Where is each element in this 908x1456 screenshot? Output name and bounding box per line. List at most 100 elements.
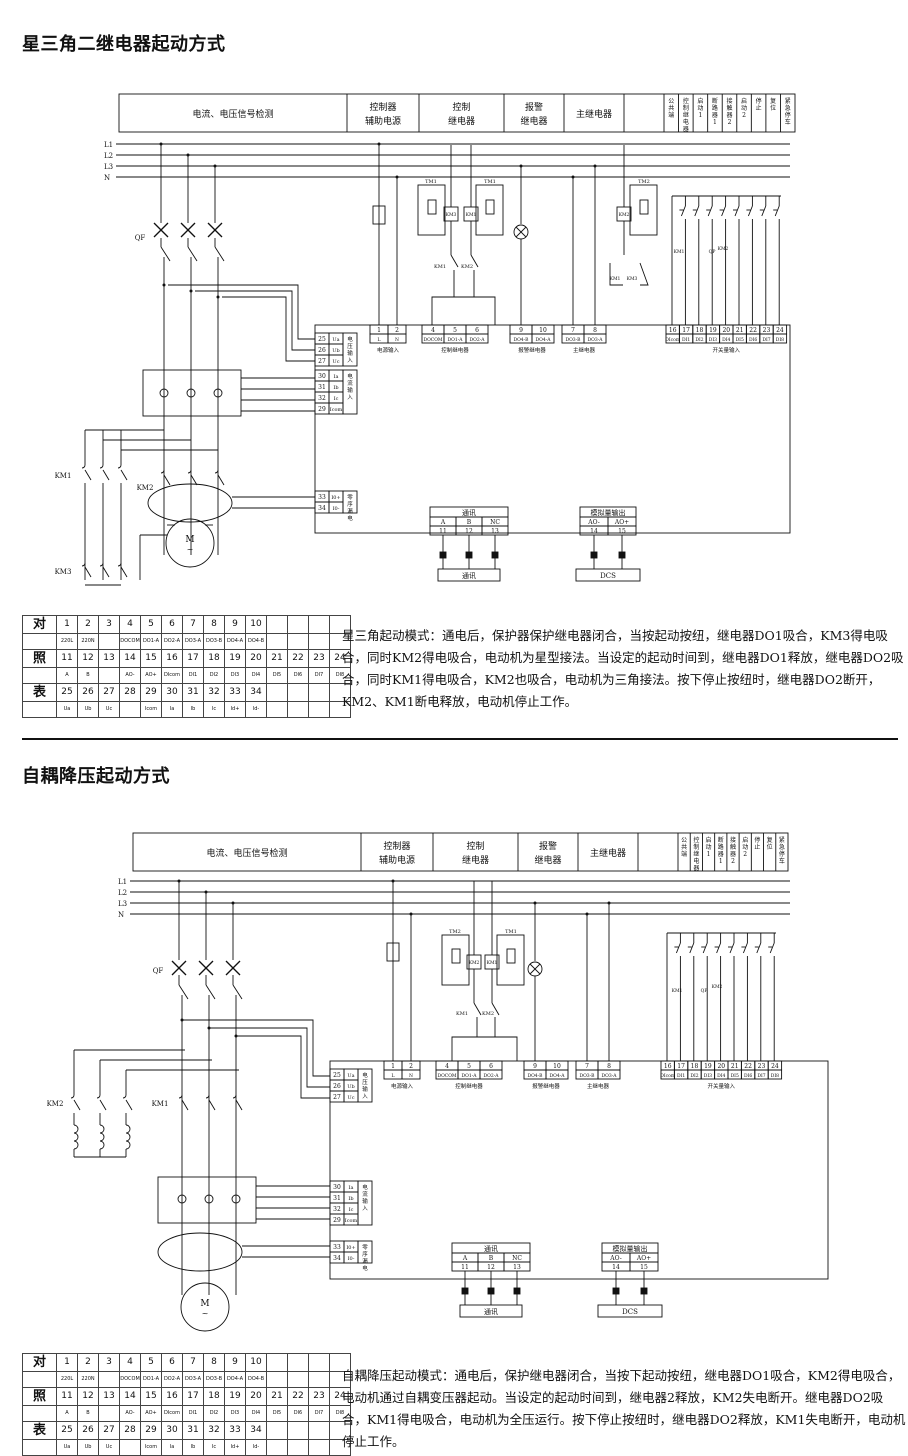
main-relay-terminal	[583, 333, 607, 344]
control-relay-number: 6	[475, 327, 479, 334]
ao-label: AO+	[614, 519, 629, 526]
current-input-side-label: 输	[347, 386, 353, 394]
header-vertical-label: 2	[728, 119, 732, 126]
section1-description: 星三角起动模式：通电后，保护器保护继电器闭合，当按起动按纽，继电器DO1吸合，K…	[342, 628, 904, 709]
table-cell	[287, 701, 309, 718]
km2-contact	[73, 1099, 81, 1111]
junction-dot	[231, 901, 235, 905]
ao-title: 模拟量输出	[591, 508, 626, 517]
comm-number: 12	[465, 528, 473, 535]
main-relay-label: DO3-B	[580, 1073, 596, 1079]
table-cell: DOCOM	[119, 1371, 141, 1388]
junction-dot	[593, 164, 597, 168]
table-cell: Ub	[77, 1439, 99, 1456]
digital-input-label: DI7	[762, 337, 770, 343]
timer-coil	[506, 948, 516, 964]
header-vertical-label: 停	[756, 97, 762, 105]
table-cell: 7	[182, 615, 204, 634]
autotransformer-winding	[99, 1140, 105, 1150]
digital-input-number: 17	[677, 1063, 685, 1070]
junction-dot	[213, 164, 217, 168]
km2-contact	[214, 469, 219, 474]
zero-sequence-ct	[157, 1232, 243, 1272]
junction-dot	[186, 153, 190, 157]
table-cell	[98, 633, 120, 650]
table-cell: DO1-A	[140, 1371, 162, 1388]
header-vertical-label: 1	[698, 112, 702, 119]
table-cell: DI7	[308, 1405, 330, 1422]
zero-sequence-input-number: 33	[333, 1244, 341, 1251]
comm-number: 13	[513, 1264, 521, 1271]
di-button	[694, 205, 700, 217]
qf-breaker	[160, 246, 171, 262]
header-vertical-label: 继	[693, 850, 699, 858]
table-cell: 3	[98, 615, 120, 634]
table-cell: 1	[56, 1353, 78, 1372]
tm2-timer	[441, 934, 470, 986]
table-cell: 11	[56, 1387, 78, 1406]
header-vertical-label: 器	[693, 865, 699, 872]
table-cell: Ib	[182, 1439, 204, 1456]
digital-input-number: 23	[763, 327, 771, 334]
table-cell: Id+	[224, 1439, 246, 1456]
table-cell	[287, 683, 309, 702]
table-cell: B	[77, 1405, 99, 1422]
qp-label: QP	[709, 249, 716, 255]
table-header-cell: 照	[22, 649, 57, 668]
table-cell: 8	[203, 1353, 225, 1372]
table-cell: DI2	[203, 667, 225, 684]
km1-contact	[120, 469, 128, 481]
table-cell: 220L	[56, 1371, 78, 1388]
comm-label: B	[489, 1255, 494, 1262]
power-line-label: L2	[104, 152, 113, 160]
header-vertical-label: 共	[668, 104, 674, 112]
header-vertical-label: 动	[742, 844, 748, 851]
km2-label: KM2	[712, 984, 723, 990]
shield-connector	[590, 551, 598, 559]
header-vertical-label: 位	[770, 104, 776, 112]
di-button	[689, 942, 695, 954]
autotransformer-winding	[73, 1132, 79, 1142]
header-vertical-label: 器	[683, 126, 689, 133]
header-vertical-label: 继	[683, 111, 689, 119]
fuse	[386, 942, 400, 962]
zero-sequence-input-label: I0-	[348, 1256, 355, 1262]
table-cell	[287, 1371, 309, 1388]
digital-input-label: DI2	[695, 337, 703, 343]
junction-dot	[216, 295, 220, 299]
shield-connector	[487, 1287, 495, 1295]
table-cell: DI5	[266, 1405, 288, 1422]
table-cell: 34	[245, 683, 267, 702]
motor	[165, 518, 215, 568]
junction-dot	[533, 901, 537, 905]
voltage-tap-wire	[182, 1019, 330, 1077]
voltage-tap-wire	[168, 284, 315, 340]
table-cell: 19	[224, 649, 246, 668]
table-cell: Icom	[140, 1439, 162, 1456]
tm1-label: TM1	[484, 179, 496, 185]
table-cell	[287, 615, 309, 634]
table-cell	[287, 1421, 309, 1440]
power-input-label: L	[392, 1073, 395, 1079]
header-label: 辅助电源	[379, 854, 415, 866]
table-header-cell	[22, 701, 57, 718]
table-cell: Ua	[56, 701, 78, 718]
km1-label: KM1	[674, 249, 685, 255]
current-transformer-block	[157, 1176, 257, 1224]
table-cell: AO-	[119, 667, 141, 684]
table-cell: 12	[77, 1387, 99, 1406]
table-cell: 2	[77, 615, 99, 634]
ao-number: 14	[612, 1264, 620, 1271]
km2-contact	[163, 474, 171, 486]
header-vertical-label: 器	[726, 112, 732, 119]
table-cell: 26	[77, 1421, 99, 1440]
autotransformer-winding	[99, 1124, 105, 1134]
autotransformer-winding	[125, 1132, 131, 1142]
header-label: 控制器	[383, 840, 410, 852]
table-cell: 29	[140, 683, 162, 702]
